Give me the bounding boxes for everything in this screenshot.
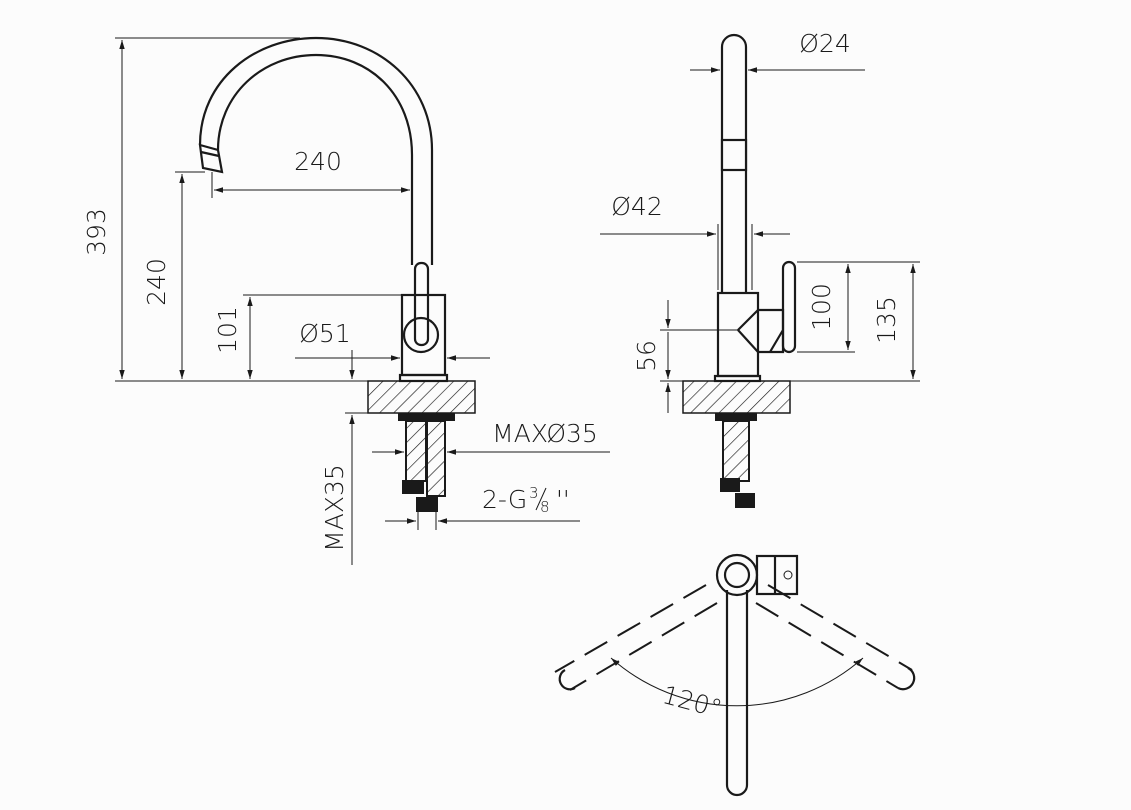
label-101: 101 — [213, 306, 242, 354]
side-hoses — [722, 420, 750, 482]
label-56: 56 — [632, 340, 661, 372]
lever-position-left — [554, 584, 718, 691]
label-393: 393 — [82, 208, 111, 256]
base-plate — [398, 373, 449, 383]
supply-hose-right — [426, 420, 446, 497]
top-view: 120° — [554, 553, 916, 797]
label-120-degrees: 120° — [659, 680, 725, 724]
label-diameter-42: Ø42 — [611, 192, 663, 221]
svg-text:8: 8 — [540, 498, 550, 516]
label-100: 100 — [807, 283, 836, 331]
svg-text:3: 3 — [529, 484, 539, 502]
gooseneck-spout — [198, 36, 434, 265]
top-body-block — [755, 554, 799, 596]
lever-position-right — [755, 584, 913, 689]
label-diameter-51: Ø51 — [299, 319, 351, 348]
supply-hose-left — [405, 420, 427, 482]
spout-tip — [198, 143, 224, 174]
lever-position-center — [725, 590, 749, 797]
side-lever — [781, 260, 797, 354]
spout-tube — [720, 33, 748, 293]
svg-text:2-G: 2-G — [482, 485, 527, 514]
top-spout-circle — [715, 553, 759, 597]
label-max35: MAX35 — [320, 464, 349, 552]
mounting-nut — [398, 413, 455, 421]
lever-handle — [413, 261, 430, 347]
label-max-diameter-35: MAXØ35 — [492, 419, 598, 448]
side-view: Ø24 Ø42 100 135 56 — [600, 29, 920, 508]
rotation-angle-arc — [610, 657, 864, 707]
label-connection-thread: 2-G 3 8 '' — [482, 484, 570, 516]
countertop-section — [367, 380, 476, 414]
label-240-vertical: 240 — [142, 258, 171, 306]
svg-text:'': '' — [556, 485, 570, 514]
spout-band — [720, 138, 748, 172]
top-spout-inner — [723, 561, 751, 589]
hose-fitting-right — [416, 497, 438, 512]
hose-fitting-left — [402, 480, 424, 494]
label-240-horizontal: 240 — [294, 147, 342, 176]
side-countertop — [682, 380, 791, 414]
lever-hub — [402, 316, 440, 354]
label-135: 135 — [872, 296, 901, 344]
side-lever-block — [737, 308, 785, 354]
side-body — [716, 291, 760, 378]
label-diameter-24: Ø24 — [799, 29, 851, 58]
front-view: 393 240 240 101 Ø51 MAX35 MAXØ35 2-G 3 8… — [82, 36, 610, 565]
spout-aerator-band — [200, 150, 220, 158]
